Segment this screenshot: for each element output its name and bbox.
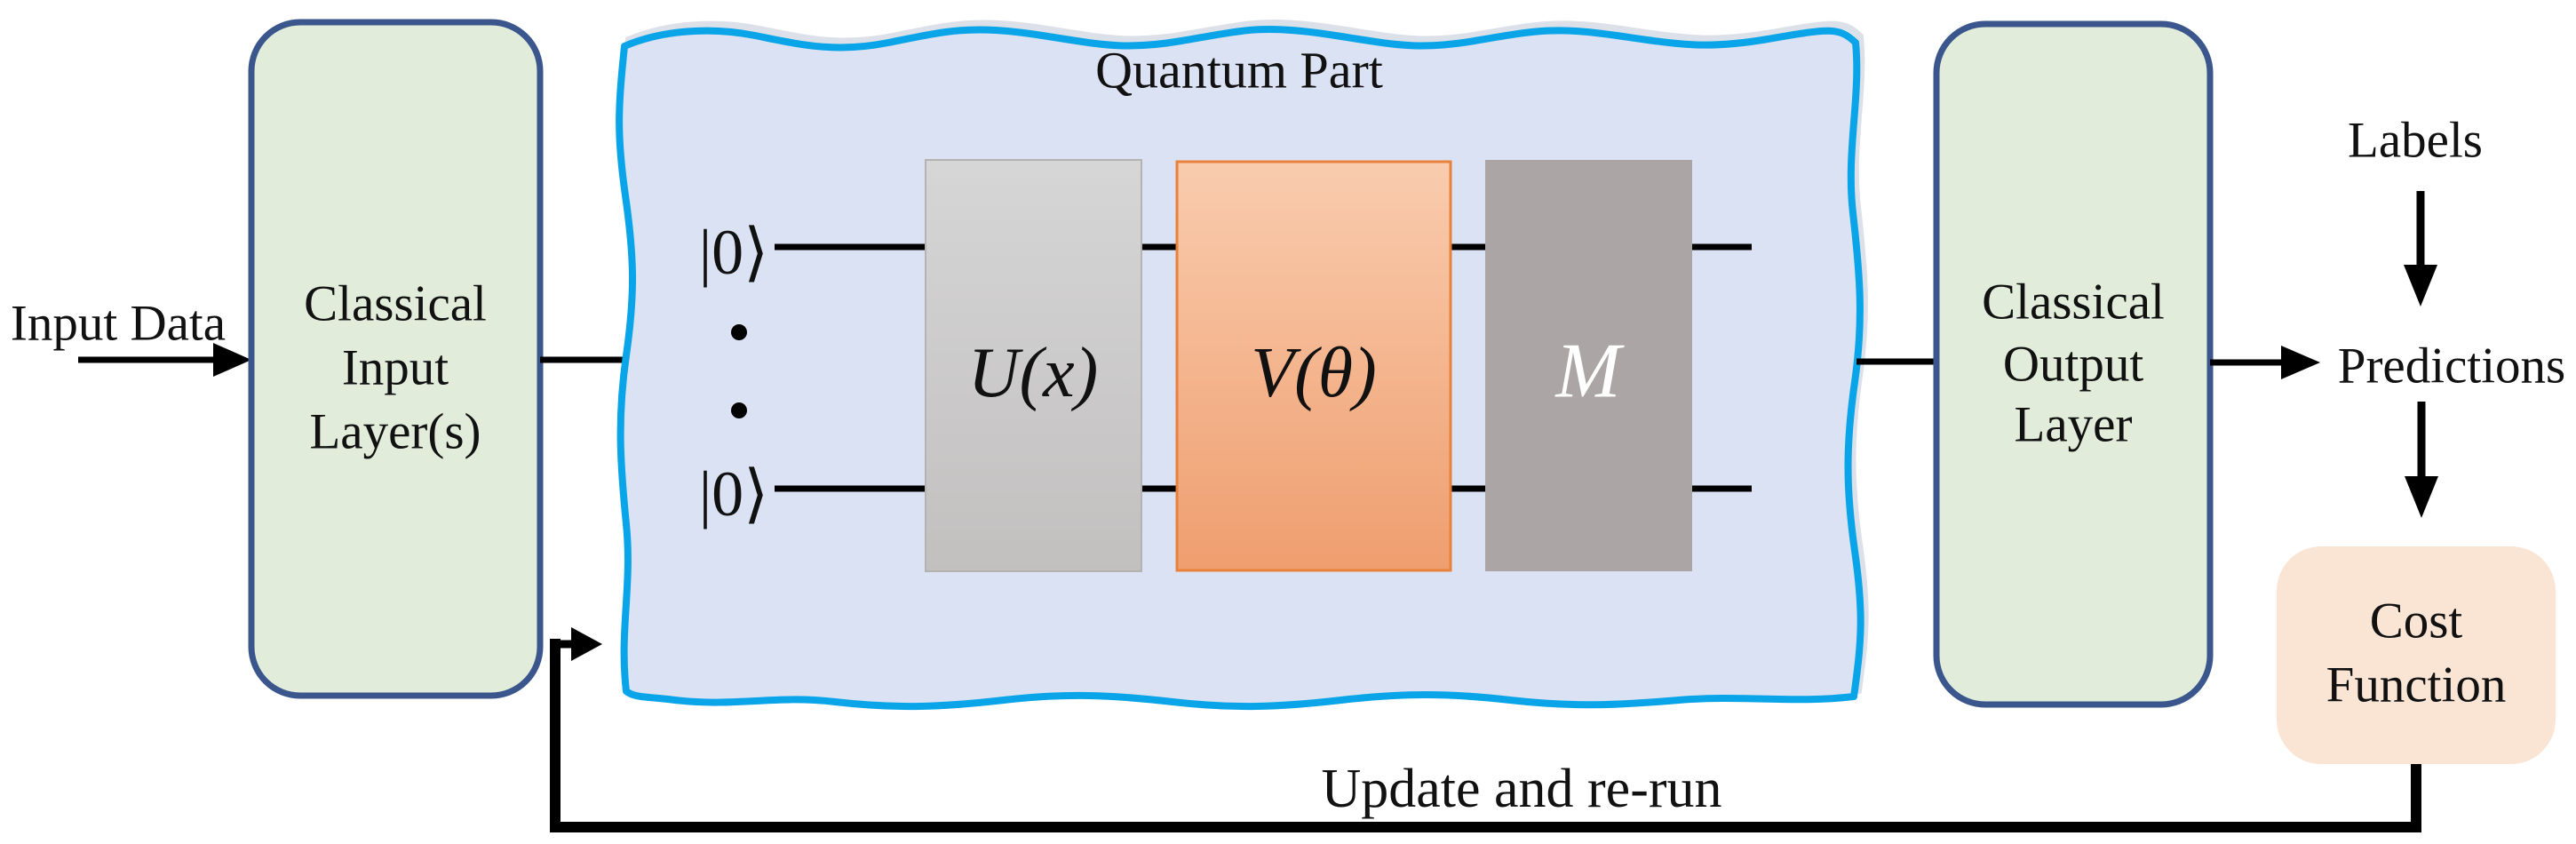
u-gate-box	[925, 159, 1142, 572]
input-data-label: Input Data	[11, 296, 226, 352]
ellipsis-dot-1	[731, 324, 747, 340]
output-to-predictions-arrowhead-icon	[2281, 346, 2320, 379]
feedback-arrowhead-icon	[571, 627, 602, 661]
v-gate-label: V(θ)	[1251, 334, 1376, 412]
feedback-label: Update and re-run	[1321, 759, 1721, 819]
labels-label: Labels	[2348, 113, 2483, 169]
classical-input-line-3: Layer(s)	[309, 404, 481, 460]
cost-function-box	[2277, 546, 2556, 764]
classical-input-line-2: Input	[342, 340, 449, 396]
v-gate-box	[1175, 160, 1452, 572]
measurement-gate-label: M	[1554, 329, 1625, 415]
predictions-to-cost-arrowhead-icon	[2405, 476, 2438, 518]
labels-to-predictions-arrowhead-icon	[2404, 265, 2437, 307]
cost-function-line-2: Function	[2326, 657, 2507, 713]
ket-zero-bottom: |0⟩	[699, 458, 769, 529]
measurement-gate-box	[1485, 160, 1692, 571]
input-data-arrowhead-icon	[213, 343, 251, 377]
classical-output-line-1: Classical	[1982, 275, 2165, 330]
classical-input-line-1: Classical	[304, 276, 487, 332]
ket-zero-top: |0⟩	[699, 217, 769, 288]
u-gate-label: U(x)	[968, 334, 1099, 412]
ellipsis-dot-2	[731, 402, 747, 418]
quantum-part-title: Quantum Part	[1095, 42, 1383, 100]
cost-function-line-1: Cost	[2370, 593, 2463, 649]
feedback-loop-path	[550, 639, 2421, 832]
predictions-label: Predictions	[2338, 338, 2565, 394]
classical-output-line-2: Output	[2003, 337, 2144, 393]
classical-output-line-3: Layer	[2015, 397, 2133, 453]
quantum-part-panel: Quantum Part |0⟩ |0⟩ U(x) V(θ) M	[616, 19, 1869, 711]
